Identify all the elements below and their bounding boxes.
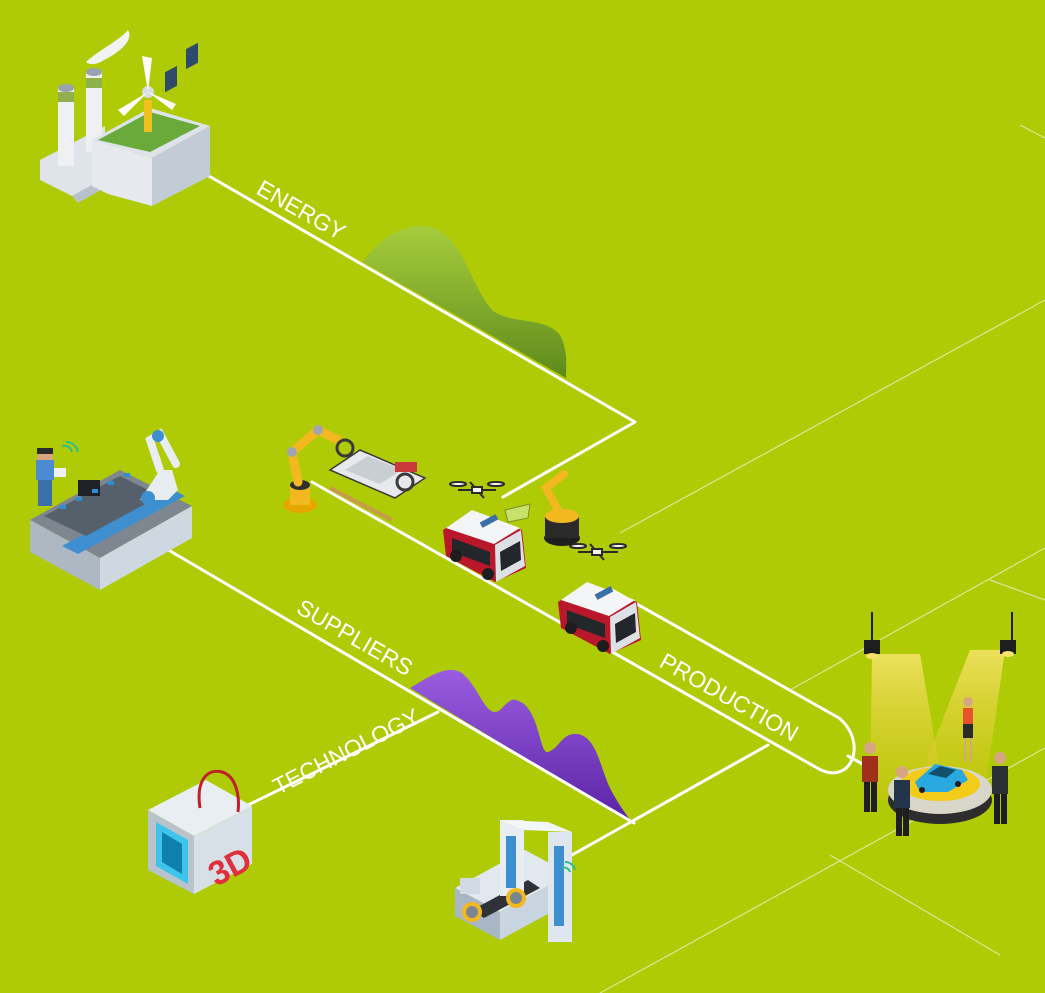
person-icon bbox=[992, 752, 1008, 824]
technology-path bbox=[240, 710, 440, 810]
person-icon bbox=[862, 742, 878, 812]
person-icon bbox=[894, 766, 910, 836]
factory-wind-turbine-icon bbox=[40, 30, 210, 206]
assembly-machine-icon bbox=[455, 820, 576, 942]
production-label: PRODUCTION bbox=[656, 648, 803, 747]
assembly-output-path bbox=[561, 743, 770, 862]
background-grid-lines bbox=[599, 124, 1045, 993]
robot-arm-chassis-icon bbox=[283, 425, 427, 522]
drone-icon bbox=[449, 481, 505, 499]
drone-icon bbox=[569, 543, 627, 561]
flow-lines bbox=[163, 166, 872, 862]
technology-wave-shape bbox=[410, 669, 634, 824]
suppliers-path bbox=[163, 546, 636, 825]
energy-path bbox=[193, 166, 637, 499]
suppliers-label: SUPPLIERS bbox=[293, 594, 418, 681]
showroom-display-icon bbox=[864, 612, 1016, 824]
3d-printer-icon: 3D bbox=[148, 769, 258, 894]
person-icon bbox=[963, 697, 973, 762]
autonomous-shuttle-icon bbox=[443, 510, 526, 582]
energy-wave-shape bbox=[363, 225, 567, 378]
conveyor-machine-icon bbox=[30, 428, 192, 590]
robot-arm-welder-icon bbox=[504, 470, 580, 546]
technology-label: TECHNOLOGY bbox=[268, 703, 423, 799]
autonomous-shuttle-icon bbox=[558, 582, 641, 654]
